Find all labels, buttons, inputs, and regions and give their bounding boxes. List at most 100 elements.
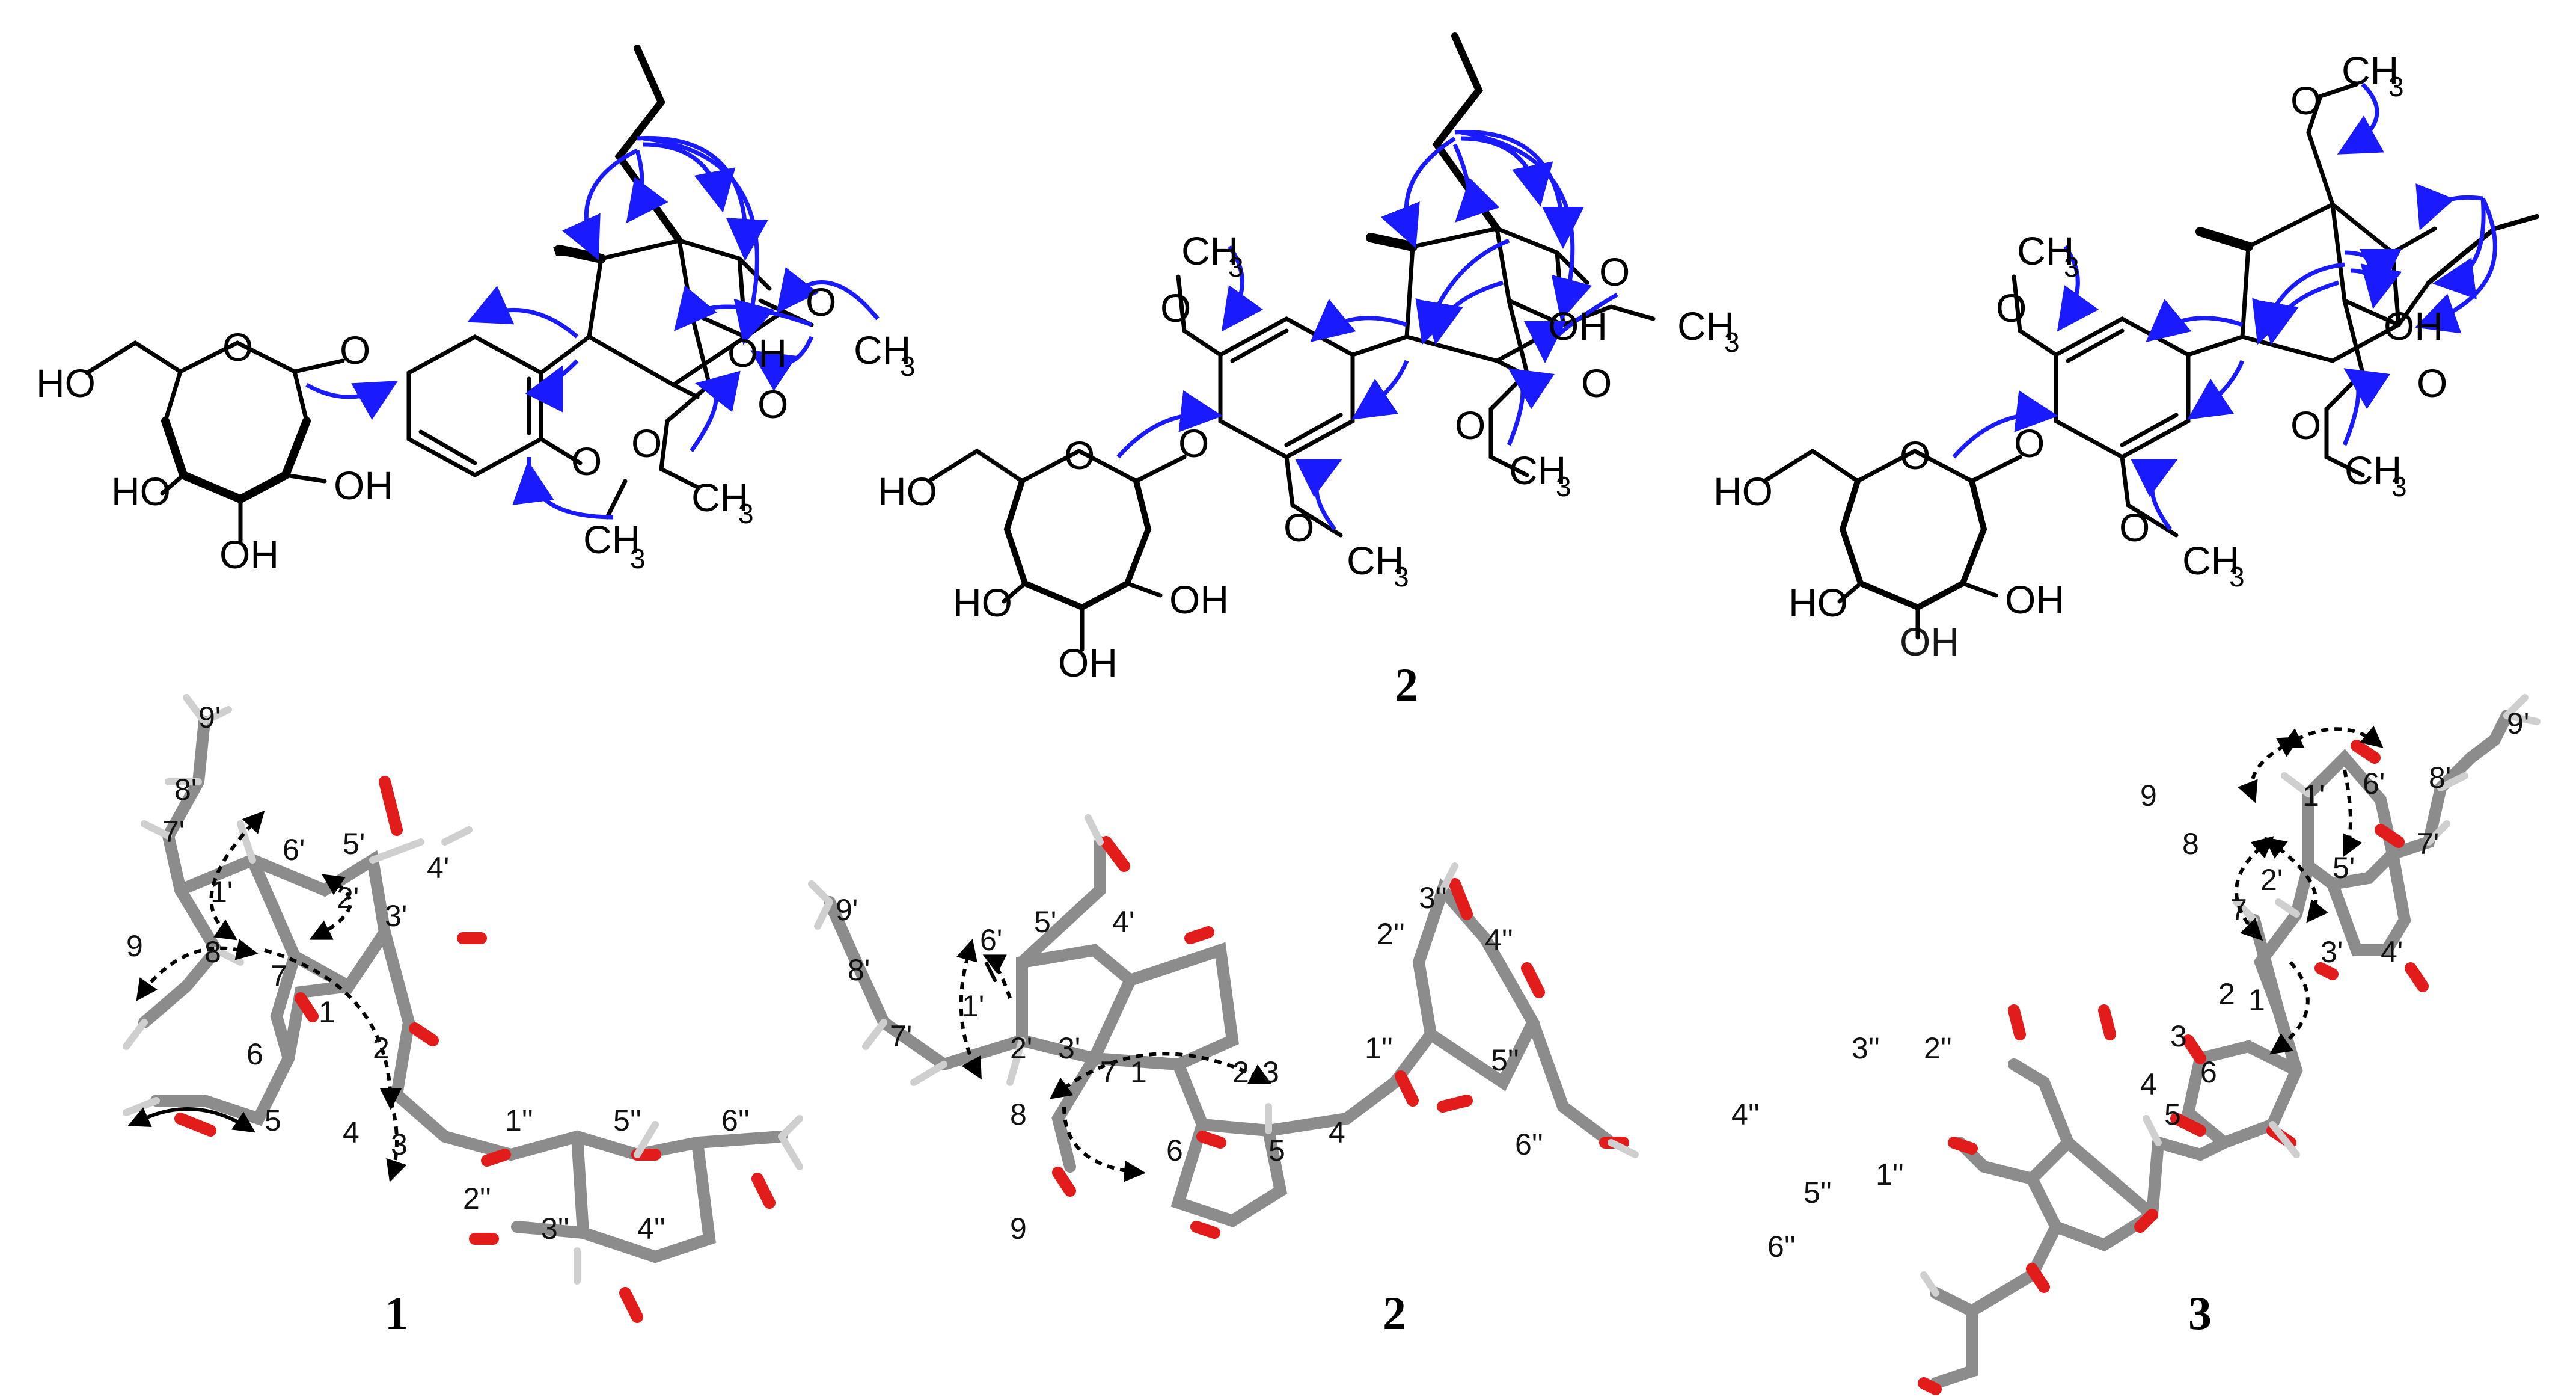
- label-oh: OH: [334, 463, 393, 508]
- atom-label: 9: [1010, 1212, 1027, 1245]
- label-oh: OH: [1548, 304, 1608, 348]
- atom-label: 9': [2507, 707, 2529, 740]
- label-subscript: 3: [1228, 251, 1244, 283]
- label-ring-o: O: [1900, 433, 1930, 477]
- model-1-3d: [123, 694, 803, 1323]
- atom-label: 9: [2140, 779, 2157, 812]
- atom-label: 9: [126, 929, 143, 963]
- label-carbonyl-o: O: [1581, 361, 1612, 405]
- label-ch3: CH: [854, 328, 911, 372]
- atom-label: 8': [848, 953, 870, 987]
- label-ho: HO: [1713, 469, 1773, 514]
- atom-label: 9': [198, 701, 221, 734]
- atom-label: 9': [836, 893, 858, 927]
- atom-label: 4'': [1485, 923, 1513, 957]
- label-ring-o: O: [222, 325, 253, 369]
- atom-label: 7': [890, 1019, 912, 1053]
- label-ch3: CH: [1509, 448, 1566, 493]
- atom-label: 8: [2182, 827, 2199, 861]
- atom-label: 6': [2363, 767, 2385, 800]
- label-oh: OH: [2384, 304, 2443, 348]
- atom-label: 3: [1262, 1055, 1279, 1089]
- label-ch3: CH: [1677, 304, 1734, 348]
- label-oh: OH: [1169, 577, 1229, 622]
- atom-label: 3'': [1419, 881, 1447, 915]
- atom-label: 3'': [541, 1212, 569, 1245]
- atom-label: 2'': [463, 1182, 491, 1215]
- atom-label: 2': [337, 881, 359, 915]
- atom-label: 5: [265, 1104, 281, 1137]
- atom-label: 1'': [1876, 1158, 1904, 1191]
- atom-label: 6': [980, 923, 1002, 957]
- label-methoxy-o: O: [1283, 505, 1314, 550]
- label-methoxy-o: O: [1599, 250, 1630, 294]
- label-ch3: CH: [2345, 448, 2402, 493]
- atom-label: 2': [2260, 863, 2283, 897]
- compound-1-structure: [85, 45, 880, 544]
- label-ch3: CH: [2017, 229, 2074, 273]
- compound-2-caption: 2: [1395, 659, 1418, 711]
- label-subscript: 3: [1724, 327, 1740, 358]
- label-methoxy-o: O: [1160, 286, 1191, 330]
- label-oh: HO: [953, 580, 1012, 625]
- atom-label: 6': [283, 833, 305, 867]
- atom-label: 4: [2140, 1067, 2157, 1101]
- atom-label: 3'': [1852, 1031, 1880, 1065]
- label-ho: HO: [878, 469, 937, 514]
- model-3-3d: [1918, 694, 2541, 1395]
- atom-label: 6: [1166, 1134, 1183, 1167]
- atom-label: 6'': [1515, 1128, 1543, 1161]
- label-oh: HO: [111, 469, 171, 514]
- atom-label: 1': [2302, 779, 2325, 812]
- label-subscript: 3: [2391, 471, 2407, 502]
- label-subscript: 3: [2388, 71, 2404, 102]
- atom-label: 8': [174, 773, 197, 806]
- atom-label: 1': [962, 989, 984, 1023]
- atom-label: 5'': [1491, 1043, 1519, 1077]
- atom-label: 1'': [1365, 1031, 1393, 1065]
- atom-label: 3': [1058, 1031, 1080, 1065]
- label-glycosidic-o: O: [340, 328, 370, 372]
- compound-1-labels: HO O O HO OH OH O CH 3 OH O O CH 3 O CH …: [36, 280, 916, 577]
- compound-2-structure: [926, 32, 1656, 652]
- atom-label: 5'': [613, 1104, 641, 1137]
- label-oh: OH: [1058, 640, 1118, 685]
- label-oh: OH: [727, 331, 787, 375]
- label-subscript: 3: [1556, 471, 1571, 502]
- atom-label: 1': [210, 875, 233, 909]
- atom-label: 6'': [721, 1104, 750, 1137]
- atom-label: 8: [204, 935, 221, 969]
- atom-label: 3: [391, 1128, 408, 1161]
- atom-label: 2'': [1924, 1031, 1952, 1065]
- label-methoxy-o: O: [2290, 78, 2321, 123]
- atom-label: 5': [1034, 905, 1056, 939]
- atom-label: 5: [1268, 1134, 1285, 1167]
- compound-3-structure: [1762, 82, 2539, 640]
- label-subscript: 3: [738, 498, 754, 529]
- model-1-caption: 1: [385, 1287, 408, 1339]
- label-subscript: 3: [1394, 561, 1409, 592]
- atom-label: 6: [2200, 1055, 2217, 1089]
- atom-label: 7': [2417, 827, 2439, 861]
- label-oh: OH: [219, 532, 279, 577]
- atom-label: 5: [2164, 1098, 2181, 1131]
- atom-label: 7': [162, 815, 185, 849]
- label-ch3: CH: [2182, 538, 2239, 583]
- atom-label: 4: [343, 1116, 359, 1149]
- atom-label: 4': [1112, 905, 1134, 939]
- atom-label: 7: [1100, 1055, 1117, 1089]
- atom-label: 3': [385, 899, 407, 933]
- label-subscript: 3: [2064, 251, 2079, 283]
- label-subscript: 3: [900, 351, 916, 382]
- label-oh: HO: [1788, 580, 1848, 625]
- model-2-caption: 2: [1383, 1287, 1406, 1339]
- atom-label: 7: [271, 959, 287, 993]
- label-methoxy-o: O: [631, 421, 662, 465]
- atom-label: 2: [1232, 1055, 1249, 1089]
- atom-label: 1: [1130, 1055, 1147, 1089]
- atom-label: 1: [319, 995, 335, 1029]
- atom-label: 4': [427, 851, 449, 885]
- label-glycosidic-o: O: [1178, 421, 1209, 465]
